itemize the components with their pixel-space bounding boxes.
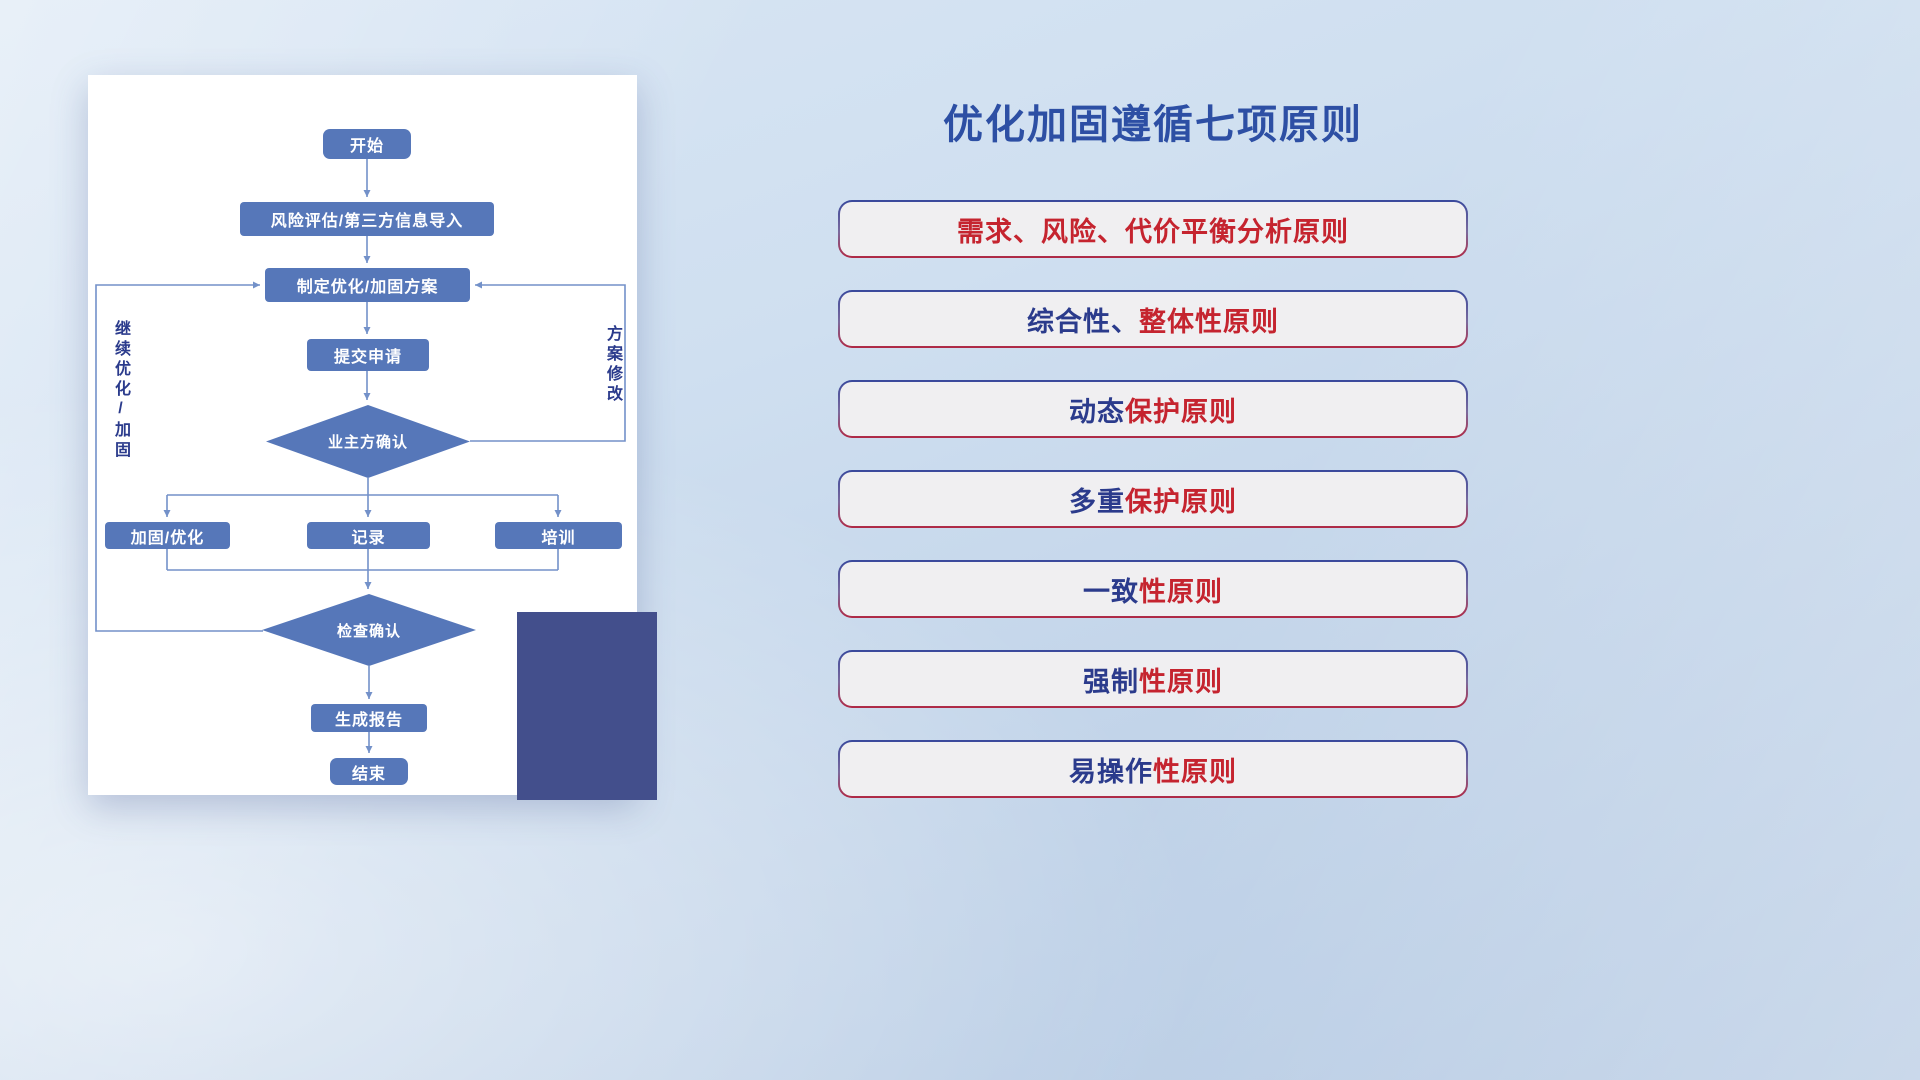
flowchart-connectors [95,159,626,753]
principle-text-red: 需求、风险、代价平衡分析原则 [957,216,1349,247]
flowchart-card: 开始 风险评估/第三方信息导入 制定优化/加固方案 提交申请 业主方确认 加固/… [88,75,637,795]
principle-text-navy: 综合性、 [1027,306,1139,337]
principle-text-navy: 多重 [1069,486,1125,517]
principle-label: 易操作性原则 [840,742,1466,796]
principle-item: 需求、风险、代价平衡分析原则 [838,200,1468,258]
principle-label: 需求、风险、代价平衡分析原则 [840,202,1466,256]
flow-node-reinforce: 加固/优化 [105,522,230,549]
principle-item: 易操作性原则 [838,740,1468,798]
principles-title: 优化加固遵循七项原则 [943,103,1363,147]
principle-text-navy: 一致 [1083,576,1139,607]
flow-node-report: 生成报告 [311,704,427,732]
principle-item: 一致性原则 [838,560,1468,618]
flow-node-record: 记录 [307,522,430,549]
principle-text-red: 整体性原则 [1139,306,1279,337]
principle-text-navy: 易操作 [1069,756,1153,787]
principle-text-red: 性原则 [1139,576,1223,607]
principle-item: 多重保护原则 [838,470,1468,528]
principle-text-red: 性原则 [1139,666,1223,697]
flow-node-risk-import: 风险评估/第三方信息导入 [240,202,494,236]
principle-label: 强制性原则 [840,652,1466,706]
principle-text-navy: 强制 [1083,666,1139,697]
principle-item: 综合性、整体性原则 [838,290,1468,348]
principles-list: 需求、风险、代价平衡分析原则 综合性、整体性原则 动态保护原则 多重保护原则 [838,200,1468,798]
flow-node-submit: 提交申请 [307,339,429,371]
flow-node-training: 培训 [495,522,622,549]
principle-item: 强制性原则 [838,650,1468,708]
flow-node-end: 结束 [330,758,408,785]
loop-label-continue-optimize: 继续优化/加固 [112,320,129,461]
principle-label: 综合性、整体性原则 [840,292,1466,346]
loop-label-plan-revise: 方案修改 [604,325,621,405]
principle-label: 多重保护原则 [840,472,1466,526]
principle-text-navy: 动态 [1069,396,1125,427]
principle-label: 一致性原则 [840,562,1466,616]
principle-text-red: 保护原则 [1125,396,1237,427]
flow-node-start: 开始 [323,129,411,159]
principle-text-red: 保护原则 [1125,486,1237,517]
card-accent-block [517,612,657,800]
principle-text-red: 性原则 [1153,756,1237,787]
principles-panel: 优化加固遵循七项原则 需求、风险、代价平衡分析原则 综合性、整体性原则 动态保护… [838,92,1468,798]
principle-label: 动态保护原则 [840,382,1466,436]
principle-item: 动态保护原则 [838,380,1468,438]
flow-node-plan: 制定优化/加固方案 [265,268,470,302]
